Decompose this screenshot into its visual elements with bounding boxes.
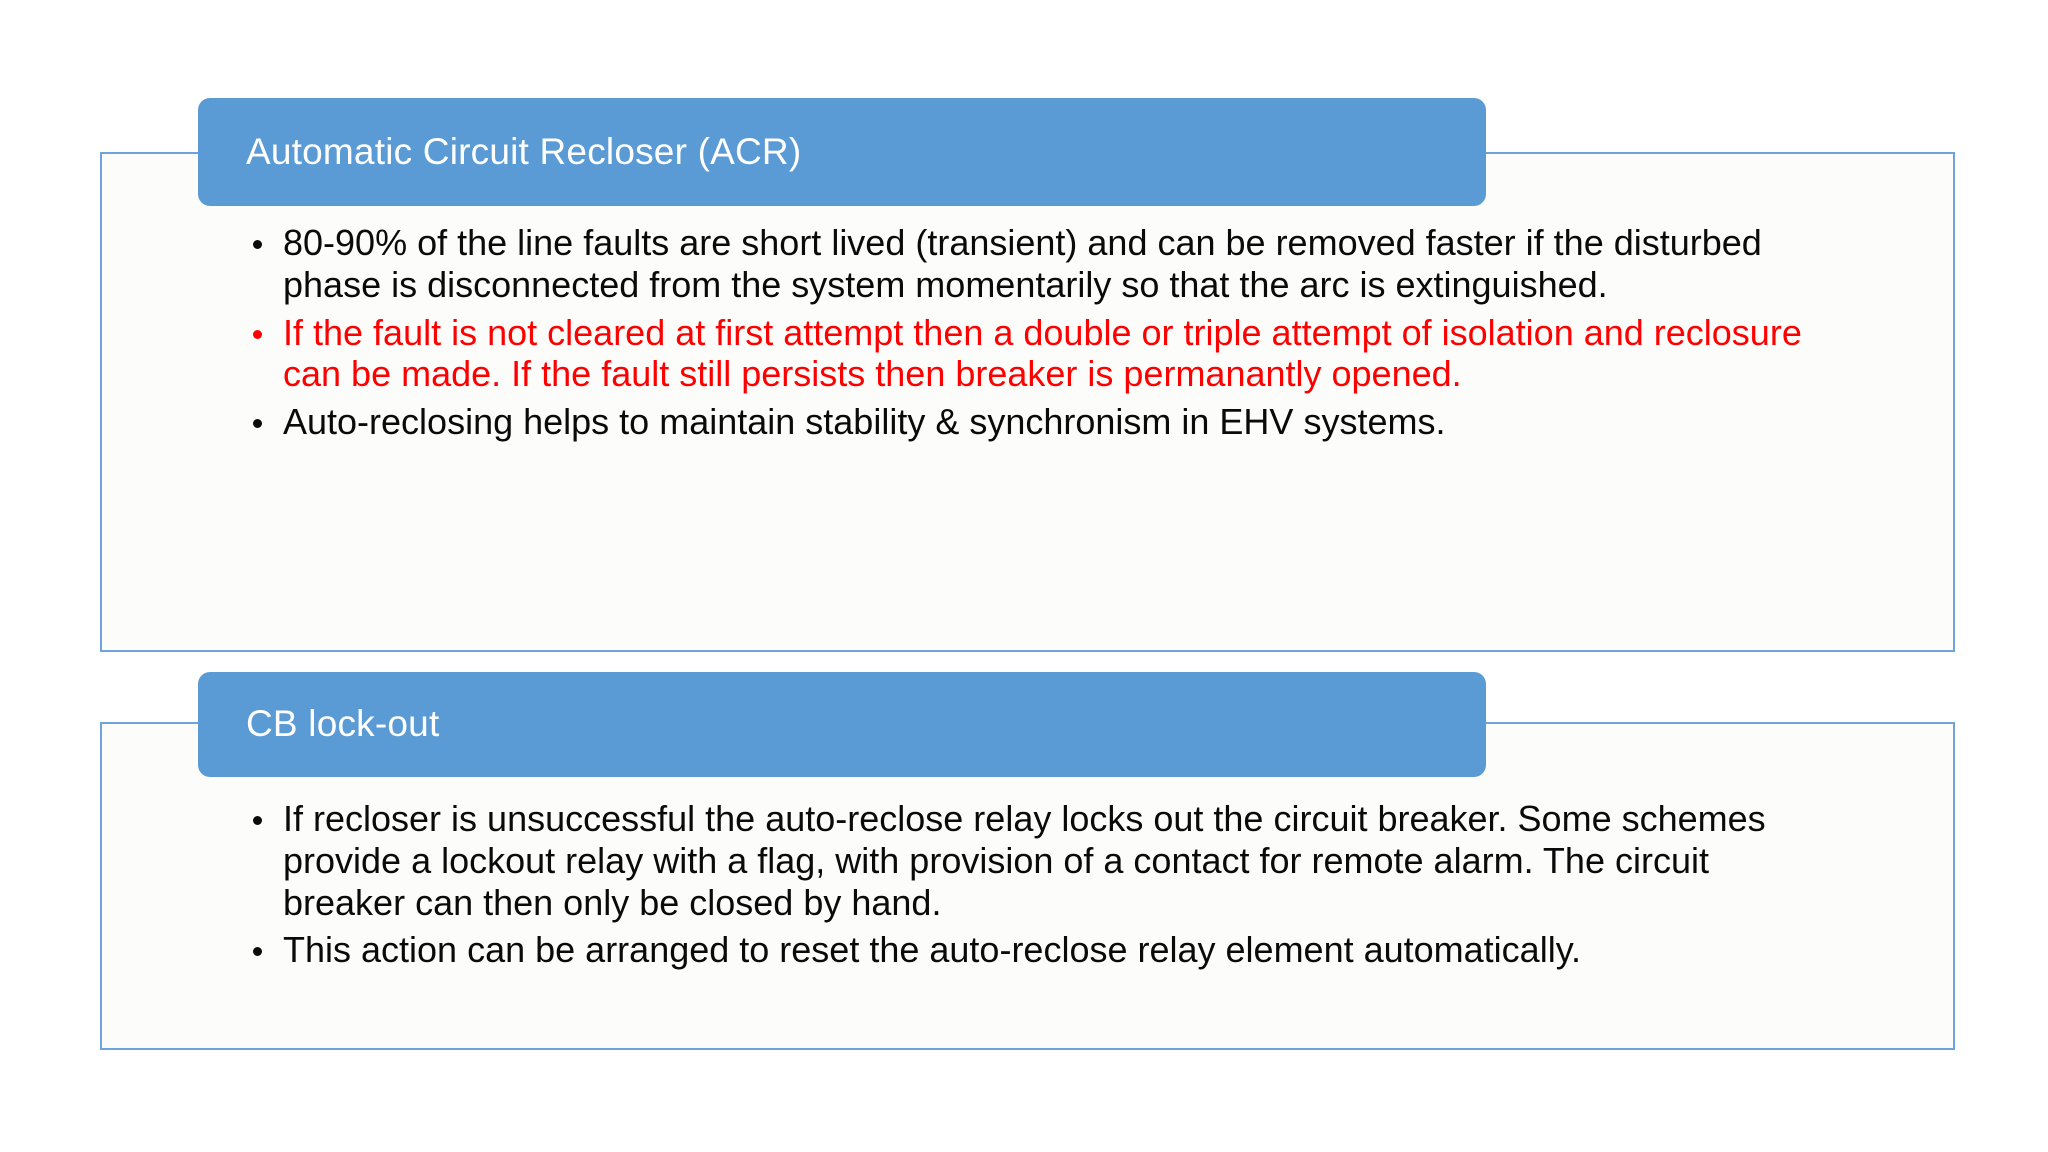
bullet-item: Auto-reclosing helps to maintain stabili… [245,401,1825,443]
bullet-list-cb: If recloser is unsuccessful the auto-rec… [245,798,1825,977]
bullet-item-highlighted: If the fault is not cleared at first att… [245,312,1825,396]
section-title-acr: Automatic Circuit Recloser (ACR) [246,130,802,172]
section-title-cb: CB lock-out [246,703,440,745]
bullet-item: 80-90% of the line faults are short live… [245,222,1825,306]
bullet-item: If recloser is unsuccessful the auto-rec… [245,798,1825,923]
section-header-banner-cb: CB lock-out [198,672,1486,777]
bullet-list-acr: 80-90% of the line faults are short live… [245,222,1825,449]
bullet-item: This action can be arranged to reset the… [245,929,1825,971]
section-content-box [100,152,1955,652]
section-header-banner-acr: Automatic Circuit Recloser (ACR) [198,98,1486,206]
